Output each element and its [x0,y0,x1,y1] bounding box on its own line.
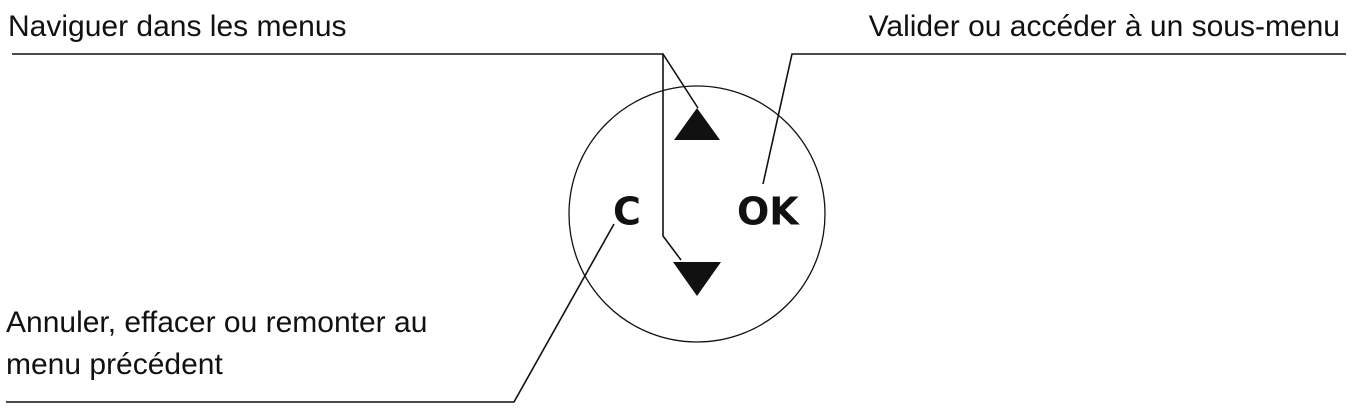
cancel-callout-line-1: Annuler, effacer ou remonter au [6,306,428,339]
validate-callout-label: Valider ou accéder à un sous-menu [868,10,1340,43]
validate-leader-line [762,53,1346,185]
cancel-callout-line-2: menu précédent [6,348,223,381]
ok-key[interactable]: OK [737,190,800,234]
navigate-leader-branch [662,53,699,109]
keypad-ring [568,85,826,343]
triangle-down-icon[interactable] [673,262,721,296]
cancel-leader-line [6,223,615,403]
triangle-up-icon[interactable] [674,108,720,140]
navigate-leader-line [12,53,682,261]
cancel-callout-label: Annuler, effacer ou remonter au menu pré… [6,302,427,386]
navigate-callout-label: Naviguer dans les menus [8,10,347,43]
cancel-key[interactable]: C [613,190,641,234]
